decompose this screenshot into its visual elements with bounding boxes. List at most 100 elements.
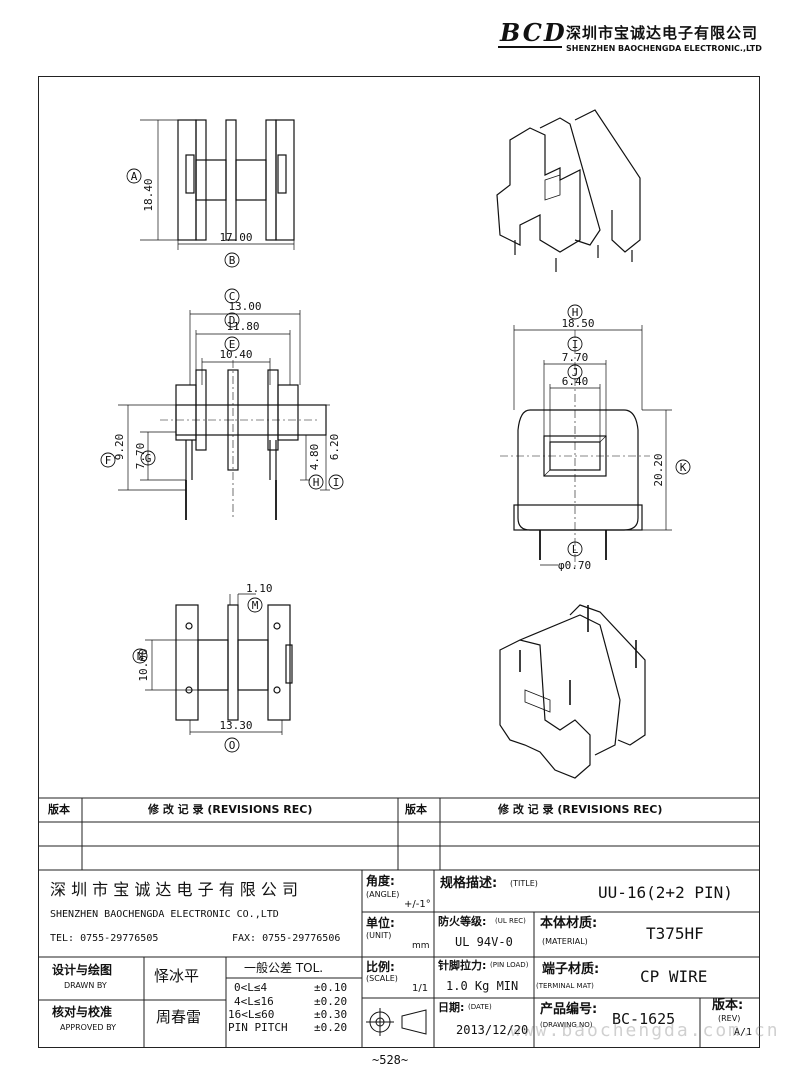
approved-label: 核对与校准 (52, 1005, 113, 1019)
side-view-middle (118, 310, 330, 520)
svg-text:B: B (229, 254, 236, 267)
tb-fax: FAX: 0755-29776506 (232, 933, 341, 944)
dim-b: 17.00 (219, 231, 252, 244)
marker-o: O (224, 737, 240, 753)
rev-value: A/1 (734, 1027, 753, 1038)
drawing-value: BC-1625 (612, 1010, 676, 1028)
fire-value: UL 94V-0 (455, 935, 513, 949)
tol-value-3: ±0.20 (314, 1021, 348, 1034)
tb-company-en: SHENZHEN BAOCHENGDA ELECTRONIC CO.,LTD (50, 909, 279, 920)
angle-en: (ANGLE) (366, 890, 400, 899)
terminal-label: 端子材质: (542, 962, 600, 977)
technical-drawings: 18.40 17.00 13.00 11.80 10.40 9.20 7.70 … (100, 109, 691, 779)
drawing-label: 产品编号: (540, 1002, 598, 1017)
unit-en: (UNIT) (366, 931, 392, 940)
dim-c: 13.00 (228, 300, 261, 313)
date-label: 日期: (438, 1001, 465, 1014)
marker-c: C (224, 288, 240, 304)
svg-text:O: O (229, 739, 236, 752)
marker-b: B (224, 252, 240, 268)
dim-o: 13.30 (219, 719, 252, 732)
marker-i2: I (567, 336, 583, 352)
drawing-en: (DRAWING NO) (540, 1021, 593, 1029)
scale-en: (SCALE) (366, 974, 398, 983)
marker-g: G (140, 450, 156, 466)
tol-range-0: 0<L≤4 (234, 981, 268, 994)
marker-j2: J (567, 364, 583, 380)
svg-text:G: G (145, 452, 152, 465)
end-view-right (500, 325, 672, 570)
rev-label: 版本: (712, 998, 744, 1013)
watermark: www.baochengda.com.cn (510, 1020, 780, 1041)
rev-col-version-left: 版本 (48, 803, 70, 816)
svg-text:A: A (131, 170, 138, 183)
page-number: ~528~ (372, 1053, 409, 1067)
projection-symbol (366, 1008, 427, 1036)
dim-l2: φ0.70 (558, 559, 591, 572)
unit-value: mm (412, 941, 430, 951)
top-view-bottom (145, 593, 293, 735)
material-en: (MATERIAL) (542, 937, 588, 946)
front-view-top (140, 119, 295, 250)
svg-text:L: L (572, 543, 579, 556)
header: BCD 深圳市宝诚达电子有限公司 SHENZHEN BAOCHENGDA ELE… (480, 12, 780, 60)
svg-text:J: J (572, 366, 579, 379)
tol-range-1: 4<L≤16 (234, 995, 274, 1008)
svg-text:E: E (229, 338, 236, 351)
unit-label: 单位: (366, 916, 395, 930)
fire-label: 防火等级: (438, 915, 487, 928)
marker-f: F (100, 452, 116, 468)
dim-k2: 20.20 (652, 453, 665, 486)
isometric-view-bottom (499, 604, 646, 779)
material-value: T375HF (646, 924, 704, 943)
drawn-value: 怿冰平 (154, 967, 200, 985)
rev-col-record-left: 修 改 记 录 (REVISIONS REC) (148, 803, 313, 816)
marker-a: A (126, 168, 142, 184)
svg-text:I: I (572, 338, 579, 351)
marker-l2: L (567, 541, 583, 557)
svg-text:M: M (252, 599, 259, 612)
marker-k2: K (675, 459, 691, 475)
date-en: (DATE) (468, 1003, 492, 1011)
company-logo: BCD (500, 18, 567, 47)
tol-range-2: 16<L≤60 (228, 1008, 275, 1021)
dim-h2: 18.50 (561, 317, 594, 330)
marker-d: D (224, 312, 240, 328)
marker-m: M (247, 597, 263, 613)
marker-i: I (328, 474, 344, 490)
dim-i: 6.20 (328, 434, 341, 461)
rev-col-record-right: 修 改 记 录 (REVISIONS REC) (498, 803, 663, 816)
dim-i2: 7.70 (562, 351, 589, 364)
marker-n: N (132, 648, 148, 664)
material-label: 本体材质: (540, 916, 598, 931)
dim-m: 1.10 (246, 582, 273, 595)
isometric-view-top (496, 109, 641, 272)
scale-label: 比例: (366, 960, 395, 974)
dim-g: 7.70 (134, 443, 147, 470)
dim-j2: 6.40 (562, 375, 589, 388)
terminal-en: (TERMINAL MAT) (536, 982, 594, 990)
svg-text:F: F (105, 454, 112, 467)
tb-company-cn: 深 圳 市 宝 诚 达 电 子 有 限 公 司 (50, 880, 298, 899)
header-company-cn: 深圳市宝诚达电子有限公司 (566, 24, 759, 42)
title-value: UU-16(2+2 PIN) (598, 883, 733, 902)
terminal-value: CP WIRE (640, 967, 708, 986)
svg-text:H: H (572, 306, 579, 319)
date-value: 2013/12/20 (456, 1023, 529, 1037)
angle-value: +/-1° (404, 899, 431, 910)
svg-text:K: K (680, 461, 687, 474)
pin-load-en: (PIN LOAD) (490, 961, 529, 969)
svg-text:D: D (229, 314, 236, 327)
rev-col-version-right: 版本 (405, 803, 427, 816)
approved-value: 周春雷 (156, 1008, 202, 1026)
angle-label: 角度: (366, 874, 395, 888)
marker-h: H (308, 474, 324, 490)
rev-en: (REV) (718, 1014, 741, 1023)
drawn-en: DRAWN BY (64, 981, 107, 990)
tb-tel: TEL: 0755-29776505 (50, 933, 159, 944)
svg-text:I: I (333, 476, 340, 489)
logo-underline (498, 46, 562, 48)
marker-e: E (224, 336, 240, 352)
drawn-label: 设计与绘图 (52, 963, 113, 977)
